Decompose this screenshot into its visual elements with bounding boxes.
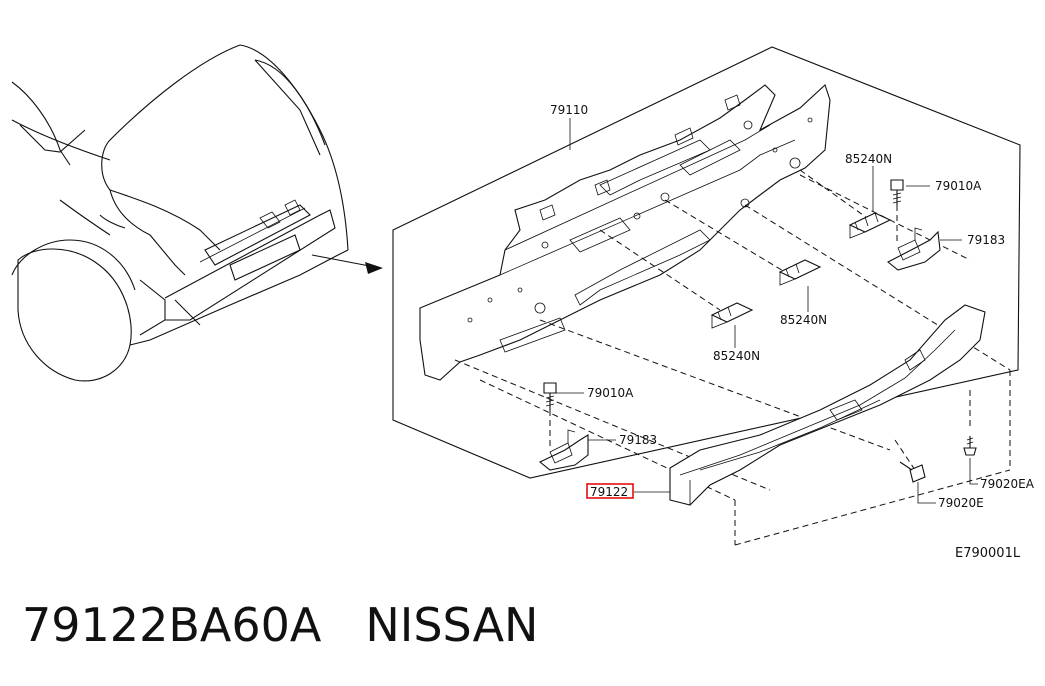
bolt-79010a-upper bbox=[890, 179, 904, 205]
label-79183-upper: 79183 bbox=[967, 233, 1005, 247]
part-number: 79122BA60A bbox=[22, 598, 322, 652]
label-79010a-lower: 79010A bbox=[587, 386, 634, 400]
bracket-79183-lower bbox=[538, 429, 589, 471]
leader-lines bbox=[556, 118, 978, 504]
label-85240n-upper: 85240N bbox=[845, 152, 892, 166]
exploded-frame bbox=[392, 46, 1021, 479]
brand-name: NISSAN bbox=[365, 598, 539, 652]
diagram-code: E790001L bbox=[955, 546, 1021, 561]
clip-85240n-upper bbox=[848, 212, 892, 239]
screw-79020ea bbox=[963, 436, 977, 456]
highlight-box-79122 bbox=[586, 483, 634, 499]
rear-panel-79110 bbox=[419, 84, 831, 381]
label-85240n-right: 85240N bbox=[780, 313, 827, 327]
label-79110: 79110 bbox=[550, 103, 588, 117]
screw-79020e bbox=[899, 461, 926, 483]
rear-finisher-79122 bbox=[669, 304, 986, 506]
label-79122: 79122 bbox=[590, 485, 628, 499]
label-79010a-upper: 79010A bbox=[935, 179, 982, 193]
clip-85240n-right bbox=[778, 259, 822, 286]
car-outline bbox=[11, 44, 383, 382]
label-79183-lower: 79183 bbox=[619, 433, 657, 447]
label-79020ea: 79020EA bbox=[980, 477, 1035, 491]
part-footer: 79122BA60A NISSAN bbox=[22, 598, 538, 652]
bolt-79010a-lower bbox=[543, 382, 557, 410]
clip-85240n-lower bbox=[710, 302, 754, 329]
bracket-79183-upper bbox=[886, 227, 941, 271]
label-85240n-lower: 85240N bbox=[713, 349, 760, 363]
label-79020e: 79020E bbox=[938, 496, 984, 510]
